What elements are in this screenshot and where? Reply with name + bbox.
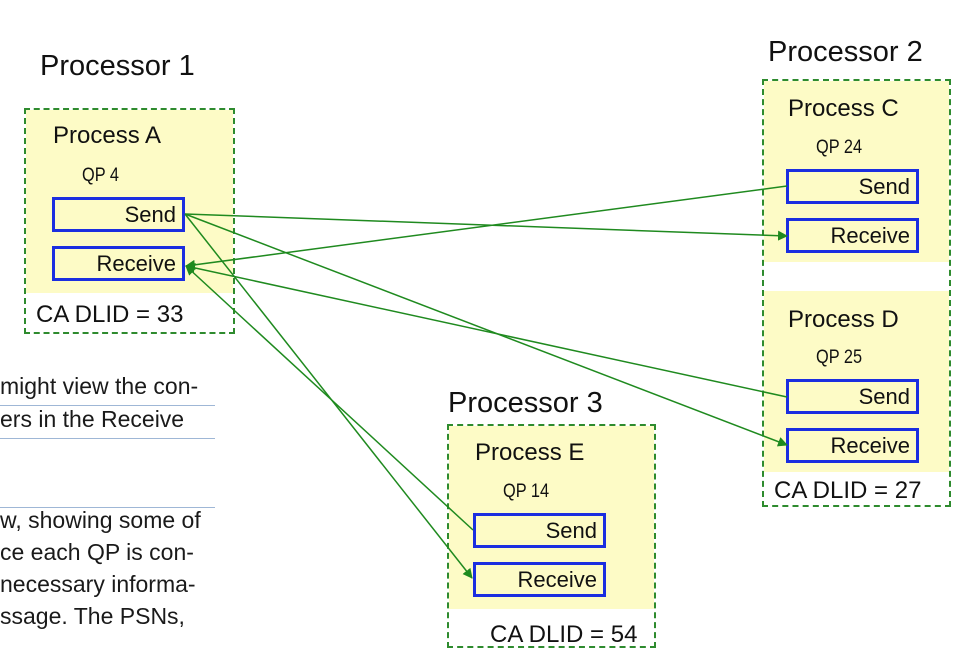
background-text-line: ers in the Receive: [0, 406, 185, 432]
process-a-send-queue: Send: [52, 197, 185, 232]
divider: [0, 405, 215, 406]
process-c-name: Process C: [788, 95, 899, 122]
processor-1-dlid: CA DLID = 33: [36, 301, 184, 328]
background-text-line: necessary informa-: [0, 571, 196, 597]
process-d-receive-queue: Receive: [786, 428, 919, 463]
process-d-send-queue: Send: [786, 379, 919, 414]
processor-3-dlid: CA DLID = 54: [490, 621, 638, 648]
process-e-name: Process E: [475, 439, 585, 466]
process-d-name: Process D: [788, 306, 899, 333]
process-c-receive-queue: Receive: [786, 218, 919, 253]
background-text-line: ce each QP is con-: [0, 539, 194, 565]
processor-2-title: Processor 2: [768, 36, 923, 68]
link-a-send-to-d-receive: [184, 213, 788, 447]
link-c-send-to-a-receive: [185, 185, 788, 270]
link-d-send-to-a-receive: [185, 263, 788, 398]
link-a-send-to-c-receive: [184, 213, 788, 241]
background-text-line: might view the con-: [0, 373, 199, 399]
process-e-qp: QP 14: [503, 481, 550, 502]
divider: [0, 507, 215, 508]
processor-3-title: Processor 3: [448, 387, 603, 419]
processor-2-box: [762, 79, 951, 507]
background-text-line: w, showing some of: [0, 507, 201, 533]
link-a-send-to-e-receive: [184, 213, 473, 579]
link-e-send-to-a-receive: [185, 265, 474, 531]
processor-1-title: Processor 1: [40, 50, 195, 82]
process-a-name: Process A: [53, 122, 162, 149]
process-a-receive-queue: Receive: [52, 246, 185, 281]
process-e-receive-queue: Receive: [473, 562, 606, 597]
background-text-line: ssage. The PSNs,: [0, 603, 185, 629]
processor-2-dlid: CA DLID = 27: [774, 477, 922, 504]
process-a-qp: QP 4: [82, 165, 119, 186]
divider: [0, 438, 215, 439]
process-c-send-queue: Send: [786, 169, 919, 204]
process-d-qp: QP 25: [816, 347, 863, 368]
process-e-send-queue: Send: [473, 513, 606, 548]
process-c-qp: QP 24: [816, 137, 863, 158]
